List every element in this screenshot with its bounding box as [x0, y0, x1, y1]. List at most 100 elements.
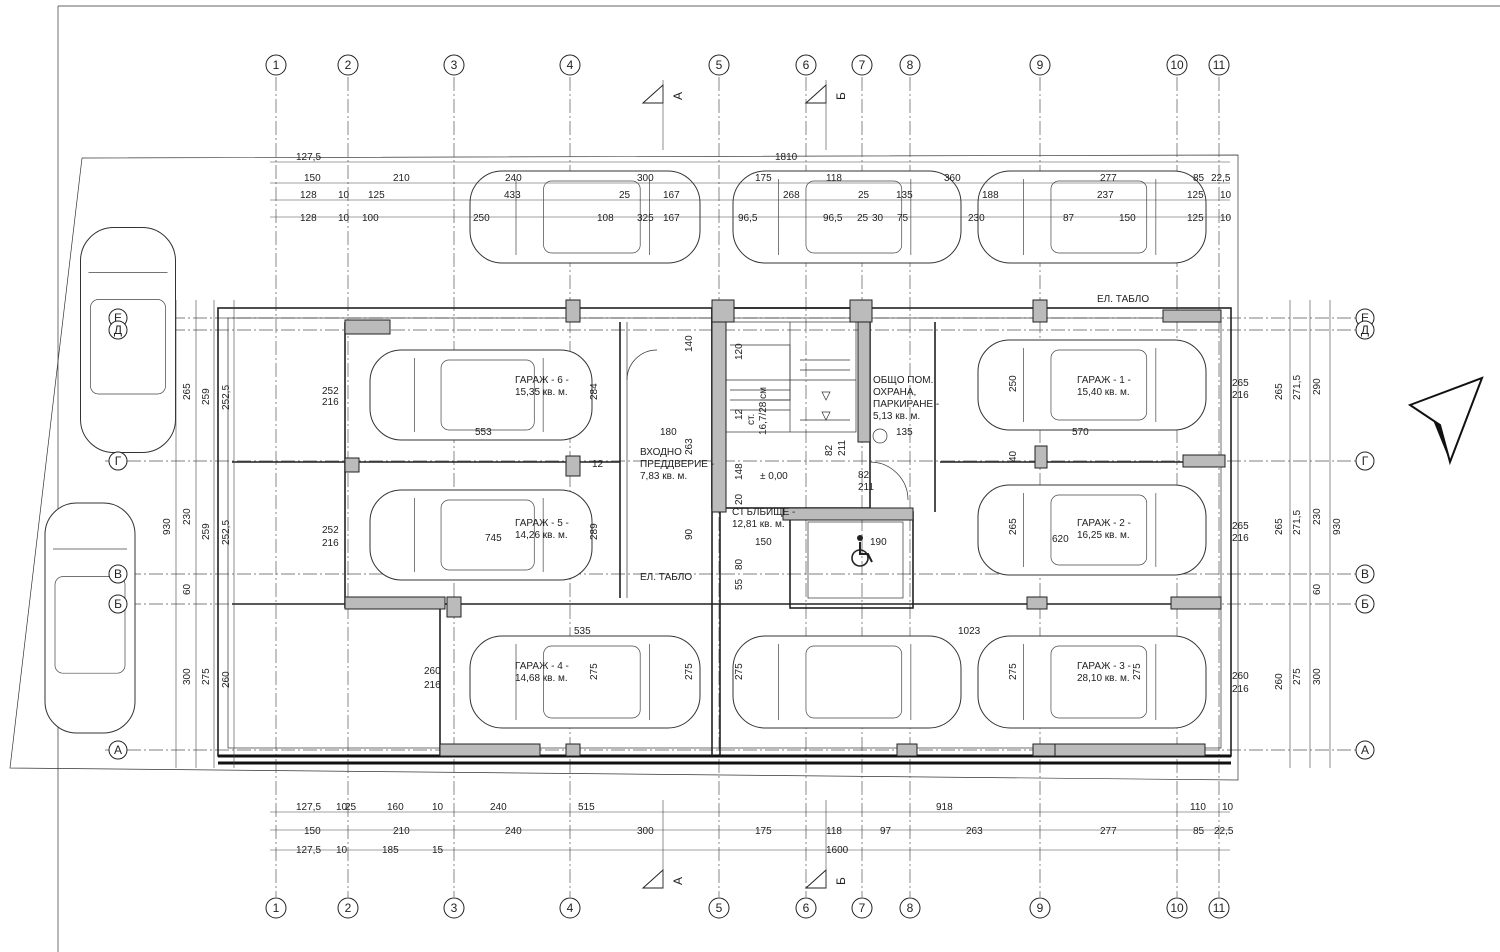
grid-bubble-col-5: 5 — [708, 54, 730, 76]
grid-bubble-col-1: 1 — [265, 897, 287, 919]
dim-int: 265 — [1008, 518, 1019, 535]
dim-top-2-7: 277 — [1100, 173, 1117, 184]
common-label-2: ОХРАНА, — [873, 387, 916, 398]
common-area: 5,13 кв. м. — [873, 411, 920, 422]
dim-int: 216 — [322, 538, 339, 549]
dim-top-3-5: 167 — [663, 190, 680, 201]
grid-col-label: 6 — [803, 901, 810, 915]
dim-bot-2-8: 277 — [1100, 826, 1117, 837]
dim-int: 553 — [475, 427, 492, 438]
grid-row-label: Г — [115, 454, 122, 468]
dim-top-1-a: 127,5 — [296, 152, 321, 163]
grid-col-label: 8 — [907, 901, 914, 915]
dim-int: 252 — [322, 386, 339, 397]
dim-int: 180 — [660, 427, 677, 438]
garage-6-area: 15,35 кв. м. — [515, 387, 568, 398]
dimension-text-top: 127,5 1810 150 210 240 300 175 118 360 2… — [296, 152, 1232, 224]
stair-details — [626, 344, 909, 501]
dim-top-4-2: 100 — [362, 213, 379, 224]
dim-int: 211 — [858, 482, 874, 493]
dim-right-inner-0: 271,5 — [1292, 375, 1303, 400]
grid-row-label: А — [114, 743, 122, 757]
dim-top-4-5: 325 — [637, 213, 654, 224]
grid-col-label: 3 — [451, 58, 458, 72]
dim-top-2-2: 240 — [505, 173, 522, 184]
grid-col-label: 10 — [1170, 58, 1184, 72]
dim-left-mid-2: 60 — [182, 583, 193, 595]
grid-col-label: 5 — [716, 58, 723, 72]
dim-top-4-4: 108 — [597, 213, 614, 224]
dim-top-4-7: 96,5 — [738, 213, 758, 224]
dim-right-inner-1: 271,5 — [1292, 510, 1303, 535]
dim-int: 620 — [1052, 534, 1069, 545]
garage-5-name: ГАРАЖ - 5 - — [515, 518, 569, 529]
arrow-down-icon — [821, 411, 831, 421]
room-labels: ГАРАЖ - 6 - 15,35 кв. м. ГАРАЖ - 5 - 14,… — [515, 294, 1149, 684]
dim-int: 12 — [592, 459, 604, 470]
dim-top-2-4: 175 — [755, 173, 772, 184]
grid-bubble-row-Г: Г — [108, 451, 128, 471]
dim-left-inner2-2: 260 — [221, 671, 232, 688]
dim-left-inner-0: 259 — [201, 388, 212, 405]
dim-int: 535 — [574, 626, 591, 637]
grid-bubble-row-А: А — [1355, 740, 1375, 760]
grid-bubble-row-Б: Б — [108, 594, 128, 614]
door-swing-icon — [869, 461, 909, 501]
parking-cars — [44, 170, 1207, 734]
entrance-label-2: ПРЕДДВЕРИЕ - — [640, 459, 714, 470]
grid-bubble-col-11: 11 — [1208, 54, 1230, 76]
stair-steps-3: 16,7/28 см — [758, 387, 769, 435]
grid-col-label: 4 — [567, 58, 574, 72]
car-icon — [44, 502, 136, 734]
dim-bot-3-4: 1600 — [826, 845, 849, 856]
dim-int: 275 — [1132, 663, 1143, 680]
grid-bubble-col-10: 10 — [1166, 897, 1188, 919]
dim-top-3-3: 433 — [504, 190, 521, 201]
dim-int: 216 — [322, 397, 339, 408]
dim-int: 263 — [684, 438, 695, 455]
grid-col-label: 7 — [859, 901, 866, 915]
dimension-text-right: 930 290 230 60 300 271,5 271,5 275 265 2… — [1274, 375, 1343, 690]
wheelchair-icon — [851, 535, 873, 567]
dim-top-3-6: 268 — [783, 190, 800, 201]
dim-top-4-10: 30 — [872, 213, 884, 224]
section-b-bottom: Б — [834, 877, 848, 885]
grid-col-label: 5 — [716, 901, 723, 915]
common-label-3: ПАРКИРАНЕ - — [873, 399, 939, 410]
dim-top-4-11: 75 — [897, 213, 909, 224]
grid-row-label: А — [1361, 743, 1369, 757]
structural-columns — [344, 299, 1226, 757]
common-label-1: ОБЩО ПОМ. — [873, 375, 933, 386]
grid-row-label: Б — [114, 597, 122, 611]
dim-int: 260 — [424, 666, 441, 677]
dim-int: 190 — [870, 537, 887, 548]
dim-bot-2-7: 263 — [966, 826, 983, 837]
dim-int: 745 — [485, 533, 502, 544]
dim-bot-3-0: 127,5 — [296, 845, 321, 856]
dim-top-2-8: 85 — [1193, 173, 1205, 184]
grid-col-label: 8 — [907, 58, 914, 72]
dim-int: 275 — [684, 663, 695, 680]
section-marks: А Б А Б — [641, 80, 848, 889]
dim-top-3-1: 10 — [338, 190, 350, 201]
car-icon — [977, 339, 1207, 431]
car-icon — [80, 227, 176, 453]
grid-bubble-row-Б: Б — [1355, 594, 1375, 614]
dim-right-outer: 930 — [1332, 518, 1343, 535]
grid-col-label: 4 — [567, 901, 574, 915]
dim-int: 82 — [824, 444, 835, 456]
grid-bubble-col-10: 10 — [1166, 54, 1188, 76]
dim-int: 55 — [734, 578, 745, 590]
dim-bot-2-10: 22,5 — [1214, 826, 1234, 837]
garage-2-name: ГАРАЖ - 2 - — [1077, 518, 1131, 529]
garage-2-area: 16,25 кв. м. — [1077, 530, 1130, 541]
grid-bubble-col-7: 7 — [851, 54, 873, 76]
el-panel-bottom: ЕЛ. ТАБЛО — [640, 572, 692, 583]
stairs-label: СТЪЛБИЩЕ - — [732, 507, 795, 518]
dim-left-outer: 930 — [162, 518, 173, 535]
arrow-down-icon — [821, 391, 831, 401]
grid-bubble-col-3: 3 — [443, 897, 465, 919]
dim-int: 570 — [1072, 427, 1089, 438]
dim-int: 135 — [896, 427, 913, 438]
